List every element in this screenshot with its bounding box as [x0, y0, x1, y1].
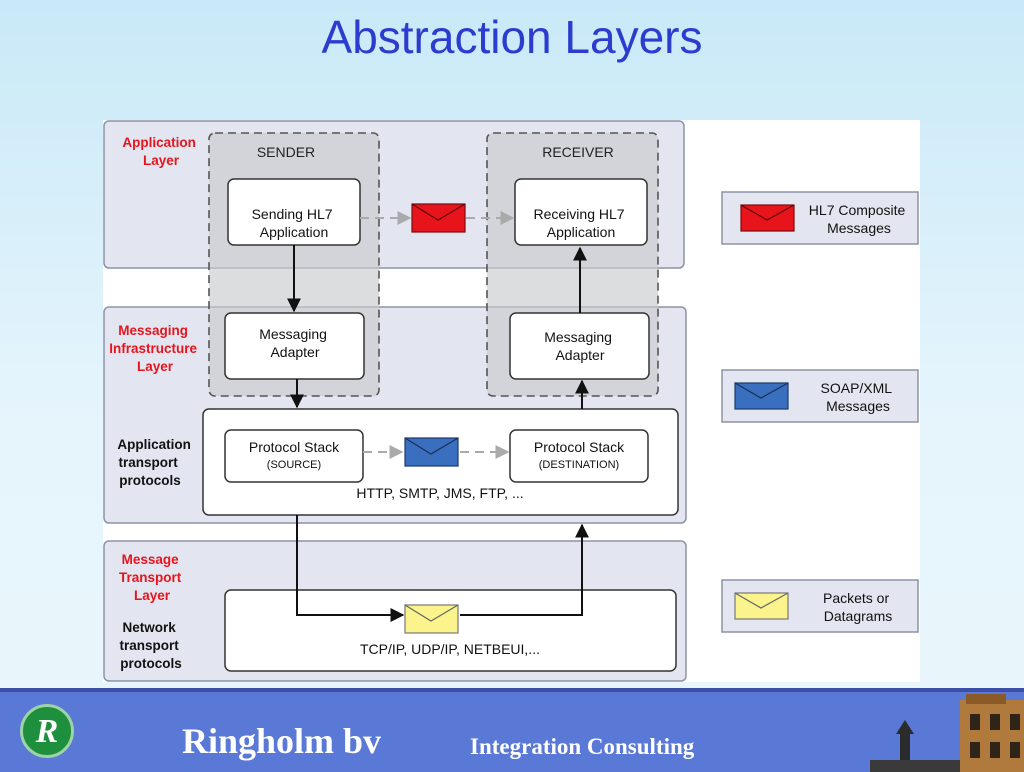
sender-label: SENDER	[257, 144, 315, 160]
legend-hl7: HL7 Composite Messages	[721, 191, 919, 245]
sending-application-label: Sending HL7 Application	[252, 206, 337, 240]
sender-adapter-label: Messaging Adapter	[259, 326, 331, 360]
protocol-stack-dest-title: Protocol Stack	[534, 439, 625, 455]
abstraction-layers-diagram: SENDER RECEIVER Application Layer Messag…	[103, 120, 920, 682]
protocol-stack-dest-sub: (DESTINATION)	[539, 459, 619, 471]
arrow-from-network	[460, 523, 589, 616]
legend-soap-label: SOAP/XML Messages	[821, 380, 896, 414]
protocol-stack-source-sub: (SOURCE)	[267, 459, 321, 471]
legend-packets: Packets or Datagrams	[721, 579, 919, 633]
network-protocol-list: TCP/IP, UDP/IP, NETBEUI,...	[360, 641, 540, 657]
arrow-to-network	[296, 515, 405, 622]
receiver-label: RECEIVER	[542, 144, 614, 160]
page-title: Abstraction Layers	[321, 11, 703, 63]
footer-bar: R Ringholm bv Integration Consulting	[0, 688, 1024, 772]
network-transport-label: Network transport protocols	[119, 620, 182, 671]
logo-letter: R	[35, 713, 59, 750]
application-layer-label: Application Layer	[122, 135, 199, 168]
soap-envelope-icon	[404, 437, 459, 467]
sender-adapter-box	[224, 312, 365, 380]
brand-name: Ringholm bv	[182, 721, 382, 761]
legend-hl7-label: HL7 Composite Messages	[809, 202, 909, 236]
receiver-adapter-box	[509, 312, 650, 380]
app-transport-label: Application transport protocols	[117, 437, 194, 488]
packet-envelope-icon	[404, 604, 459, 634]
receiver-adapter-label: Messaging Adapter	[544, 329, 616, 363]
brand-tagline: Integration Consulting	[470, 734, 695, 759]
protocol-stack-source-box	[224, 429, 364, 483]
receiving-application-label: Receiving HL7 Application	[534, 206, 629, 240]
protocol-stack-source-title: Protocol Stack	[249, 439, 340, 455]
building-tower-icon	[870, 694, 1024, 772]
protocol-stack-dest-box	[509, 429, 649, 483]
hl7-envelope-icon	[411, 203, 466, 233]
app-protocol-list: HTTP, SMTP, JMS, FTP, ...	[356, 485, 523, 501]
legend-soap: SOAP/XML Messages	[721, 369, 919, 423]
messaging-layer-label: Messaging Infrastructure Layer	[109, 323, 201, 374]
ringholm-logo-icon: R	[20, 704, 74, 758]
receiving-application-box	[514, 178, 648, 246]
message-transport-layer-label: Message Transport Layer	[119, 552, 185, 603]
legend-packets-label: Packets or Datagrams	[823, 590, 893, 624]
